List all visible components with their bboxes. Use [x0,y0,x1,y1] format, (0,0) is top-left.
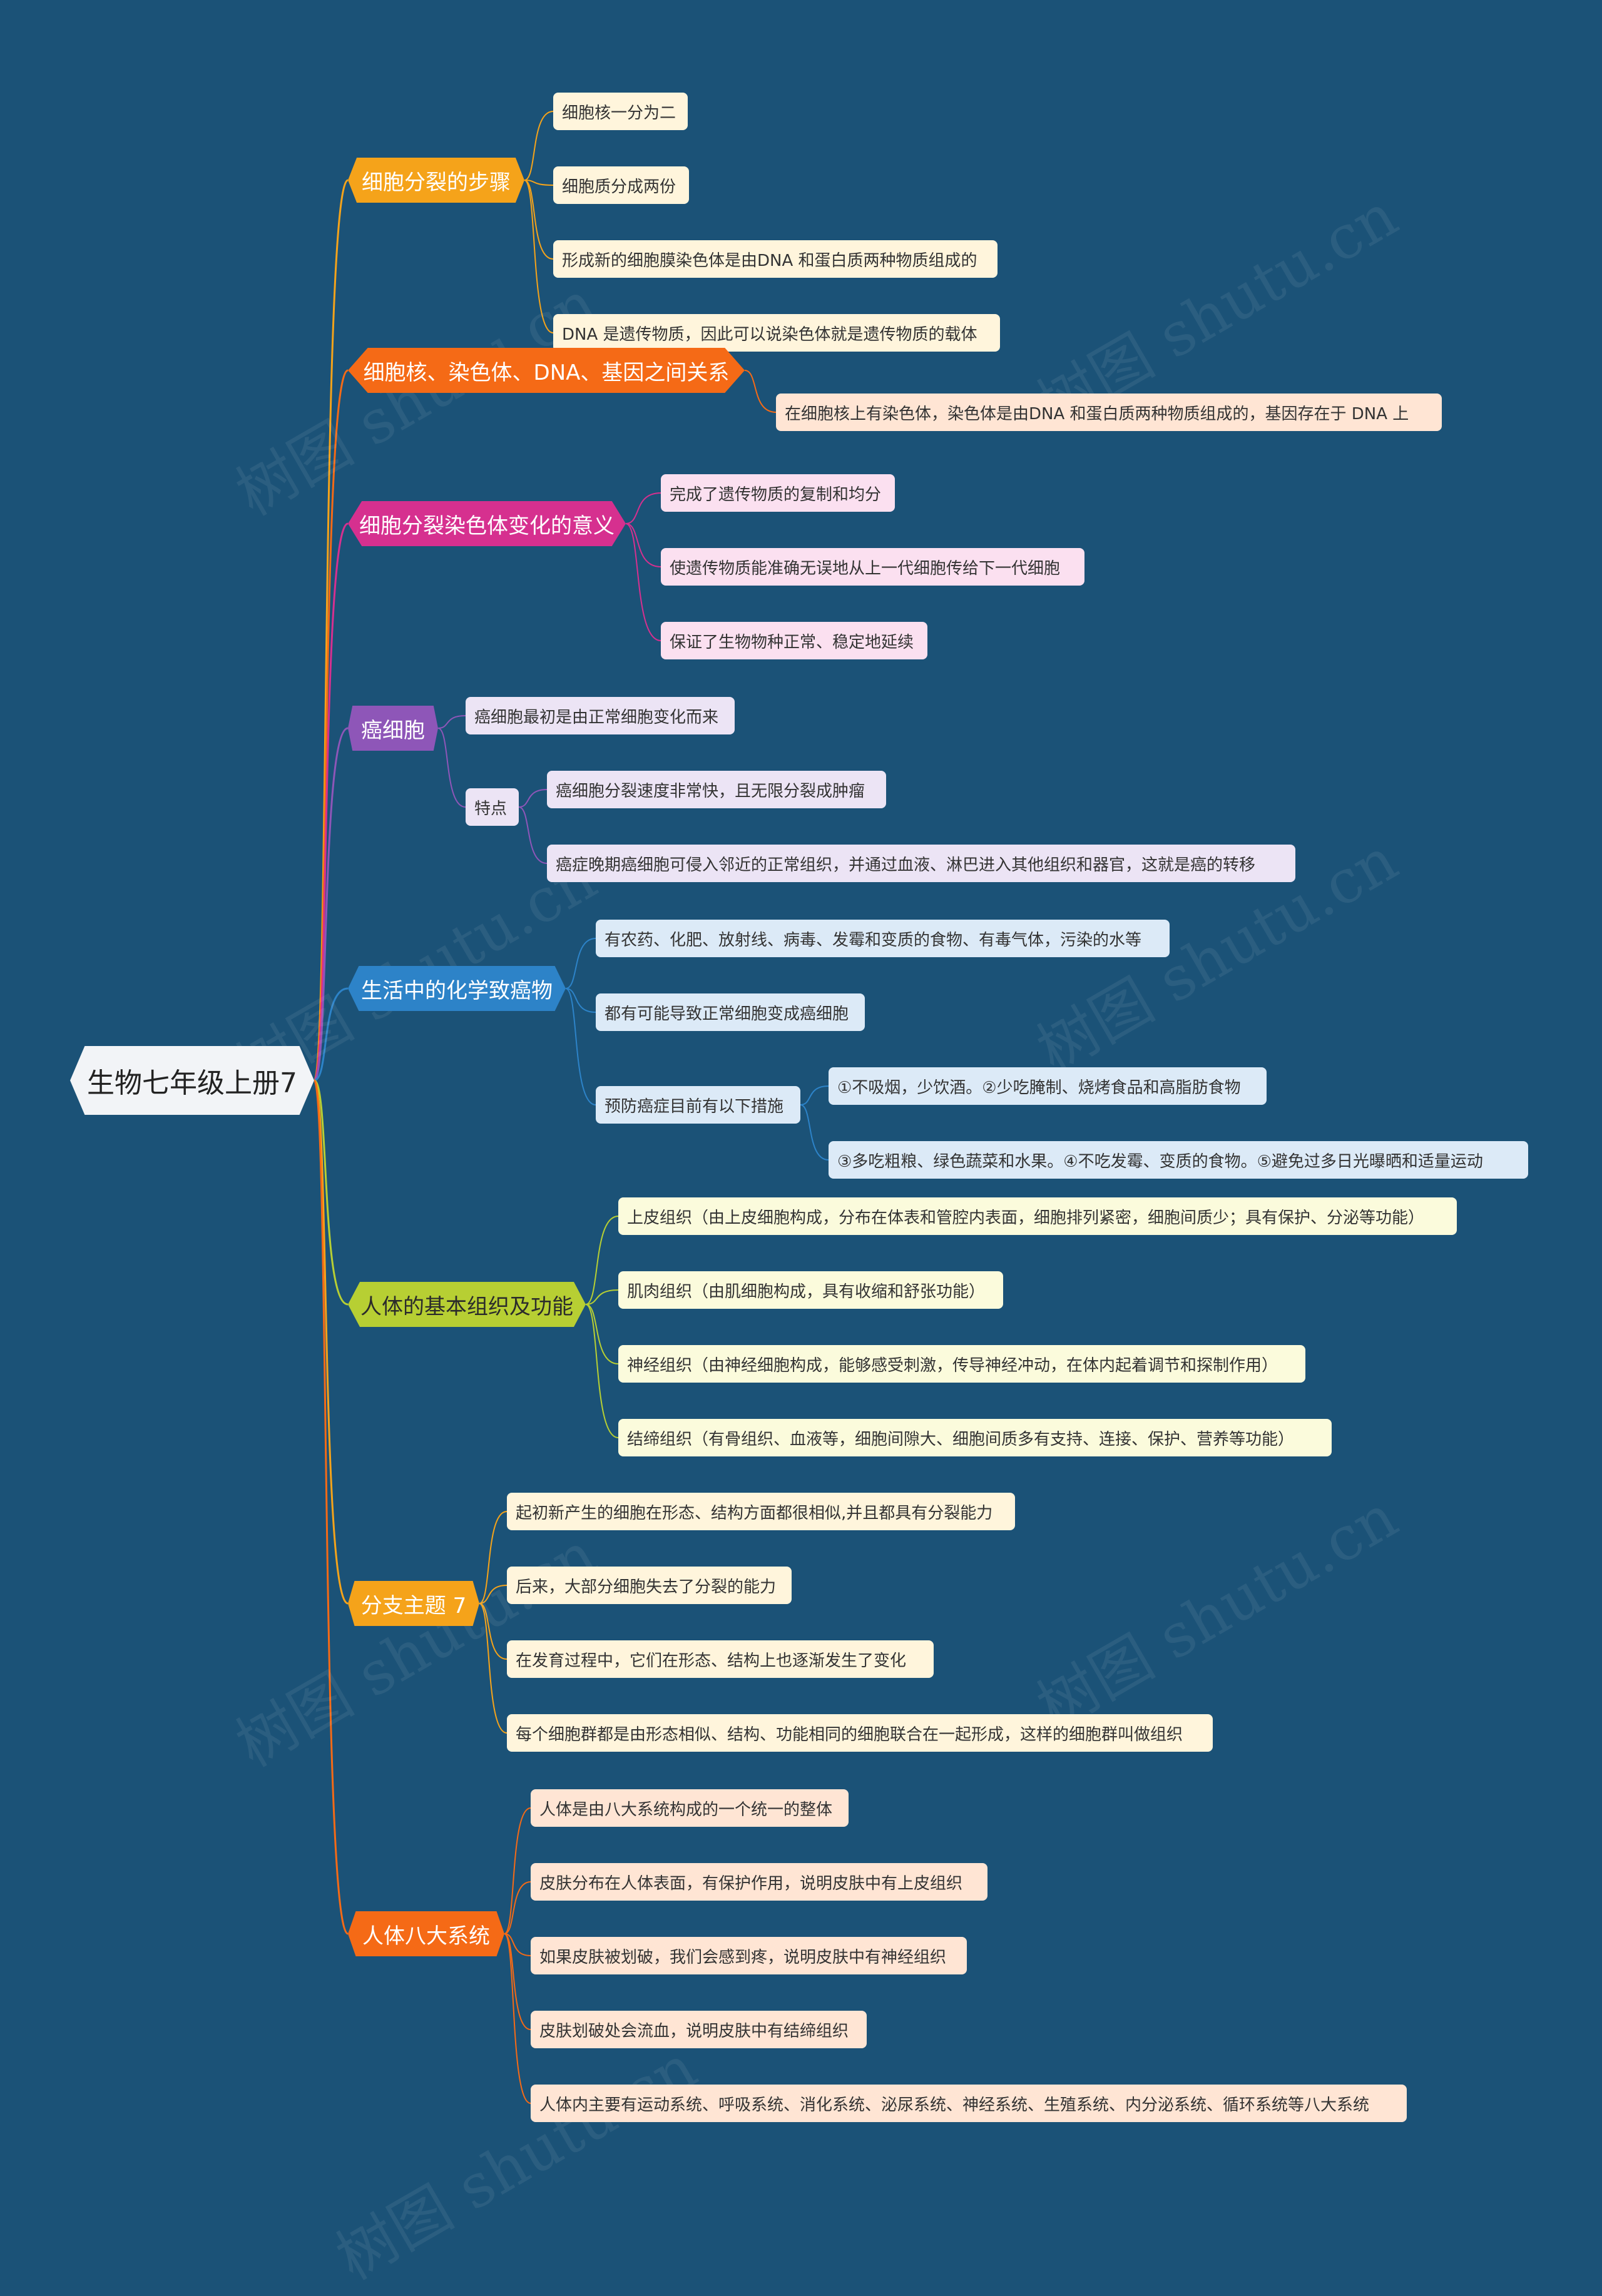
branch-topic[interactable]: 癌细胞 [348,706,438,751]
connector-line [565,988,596,1013]
connector-line [437,728,466,808]
connector-line [524,180,554,186]
connector-line [479,1603,508,1660]
leaf-node[interactable]: 人体是由八大系统构成的一个统一的整体 [531,1789,849,1827]
connector-line [479,1585,508,1604]
connector-line [313,179,349,1082]
connector-line [585,1289,619,1305]
connector-line [518,806,548,864]
connector-line [524,180,554,333]
leaf-node[interactable]: 在发育过程中，它们在形态、结构上也逐渐发生了变化 [507,1640,934,1678]
connector-line [800,1104,829,1161]
root-topic[interactable]: 生物七年级上册7 [70,1046,314,1115]
connector-line [625,492,661,524]
connector-line [313,727,349,1082]
leaf-node[interactable]: 皮肤划破处会流血，说明皮肤中有结缔组织 [531,2011,867,2048]
leaf-node[interactable]: 肌肉组织（由肌细胞构成，具有收缩和舒张功能） [618,1271,1003,1309]
leaf-node[interactable]: 皮肤分布在人体表面，有保护作用，说明皮肤中有上皮组织 [531,1863,987,1901]
leaf-node[interactable]: DNA 是遗传物质，因此可以说染色体就是遗传物质的载体 [553,314,1000,352]
leaf-node[interactable]: 神经组织（由神经细胞构成，能够感受刺激，传导神经冲动，在体内起着调节和探制作用） [618,1345,1305,1383]
leaf-node[interactable]: 细胞核一分为二 [553,93,688,130]
leaf-node[interactable]: 后来，大部分细胞失去了分裂的能力 [507,1567,792,1604]
connector-line [800,1085,829,1105]
branch-topic[interactable]: 细胞分裂的步骤 [348,158,524,203]
connector-lines [313,111,829,2104]
connector-line [744,370,777,413]
connector-line [625,523,661,567]
connector-line [504,1933,531,1956]
branch-topic[interactable]: 生活中的化学致癌物 [348,966,566,1011]
leaf-node[interactable]: 癌细胞最初是由正常细胞变化而来 [466,697,735,734]
leaf-node[interactable]: 上皮组织（由上皮细胞构成，分布在体表和管腔内表面，细胞排列紧密，细胞间质少；具有… [618,1197,1457,1235]
branch-topic[interactable]: 细胞分裂染色体变化的意义 [348,501,626,546]
branch-topic[interactable]: 人体的基本组织及功能 [348,1282,586,1327]
connector-line [479,1511,508,1604]
leaf-node[interactable]: 在细胞核上有染色体，染色体是由DNA 和蛋白质两种物质组成的，基因存在于 DNA… [776,394,1442,431]
sub-topic-node[interactable]: 特点 [466,788,519,826]
sub-topic-node[interactable]: 预防癌症目前有以下措施 [596,1086,800,1124]
leaf-node[interactable]: 使遗传物质能准确无误地从上一代细胞传给下一代细胞 [661,548,1084,586]
leaf-node[interactable]: 每个细胞群都是由形态相似、结构、功能相同的细胞联合在一起形成，这样的细胞群叫做组… [507,1714,1213,1752]
leaf-node[interactable]: 起初新产生的细胞在形态、结构方面都很相似,并且都具有分裂能力 [507,1493,1015,1530]
connector-line [313,522,349,1082]
connector-line [504,1933,531,2030]
leaf-node[interactable]: ①不吸烟，少饮酒。②少吃腌制、烧烤食品和高脂肪食物 [829,1067,1267,1105]
connector-line [524,180,554,260]
leaf-node[interactable]: 完成了遗传物质的复制和均分 [661,474,895,512]
connector-line [565,988,596,1105]
leaf-node[interactable]: 结缔组织（有骨组织、血液等，细胞间隙大、细胞间质多有支持、连接、保护、营养等功能… [618,1419,1332,1456]
leaf-node[interactable]: 形成新的细胞膜染色体是由DNA 和蛋白质两种物质组成的 [553,240,997,278]
connector-line [313,369,349,1082]
leaf-node[interactable]: 细胞质分成两份 [553,166,689,204]
connector-line [585,1216,619,1305]
connector-line [437,715,466,729]
connector-line [518,789,548,808]
connector-line [504,1881,531,1934]
connector-line [524,111,554,181]
connector-line [313,1079,349,1605]
connector-line [479,1603,508,1734]
leaf-node[interactable]: 有农药、化肥、放射线、病毒、发霉和变质的食物、有毒气体，污染的水等 [596,920,1170,957]
connector-line [504,1933,531,2104]
branch-topic[interactable]: 人体八大系统 [348,1911,504,1956]
connector-line [314,1079,349,1306]
leaf-node[interactable]: 如果皮肤被划破，我们会感到疼，说明皮肤中有神经组织 [531,1937,967,1974]
leaf-node[interactable]: 癌细胞分裂速度非常快，且无限分裂成肿瘤 [547,771,886,808]
leaf-node[interactable]: 都有可能导致正常细胞变成癌细胞 [596,993,865,1031]
connector-line [565,938,596,989]
connector-line [313,1079,349,1935]
branch-topic[interactable]: 分支主题 7 [348,1581,479,1626]
connector-line [585,1304,619,1438]
leaf-node[interactable]: ③多吃粗粮、绿色蔬菜和水果。④不吃发霉、变质的食物。⑤避免过多日光曝晒和适量运动 [829,1141,1528,1179]
connector-line [585,1304,619,1364]
leaf-node[interactable]: 人体内主要有运动系统、呼吸系统、消化系统、泌尿系统、神经系统、生殖系统、内分泌系… [531,2085,1407,2122]
connector-line [504,1807,531,1934]
connector-line [625,523,661,641]
connector-line [314,987,349,1082]
leaf-node[interactable]: 癌症晚期癌细胞可侵入邻近的正常组织，并通过血液、淋巴进入其他组织和器官，这就是癌… [547,845,1295,882]
branch-topic[interactable]: 细胞核、染色体、DNA、基因之间关系 [348,348,745,393]
leaf-node[interactable]: 保证了生物物种正常、稳定地延续 [661,622,927,659]
